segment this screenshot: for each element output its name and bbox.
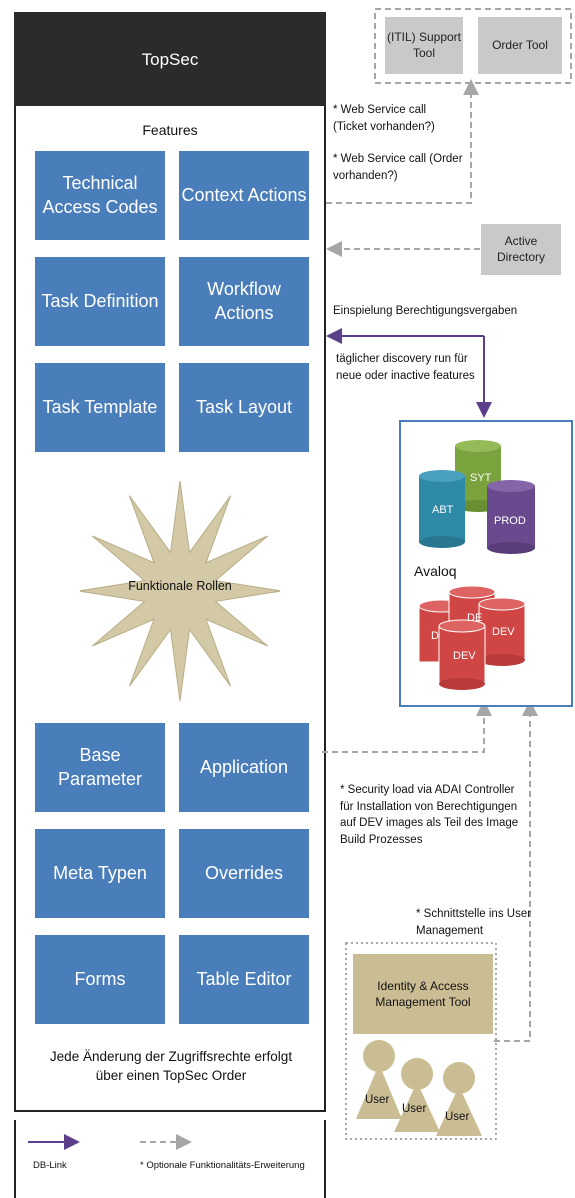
feature-box: Task Definition: [35, 257, 165, 346]
funktionale-rollen-star: [80, 480, 280, 702]
feature-box: Application: [179, 723, 309, 812]
iam-tool: Identity & Access Management Tool: [353, 954, 493, 1034]
feature-box: Meta Typen: [35, 829, 165, 918]
db-label-dev: DEV: [492, 626, 515, 638]
feature-box: Forms: [35, 935, 165, 1024]
legend: [14, 1120, 326, 1198]
db-label-dev-back: DE: [467, 612, 483, 624]
db-label-abt: ABT: [432, 504, 454, 516]
feature-box: Workflow Actions: [179, 257, 309, 346]
db-label-dev: DEV: [453, 650, 476, 662]
note-schnittstelle: * Schnittstelle ins User Management: [416, 908, 532, 937]
note-discovery: täglicher discovery run für neue oder in…: [336, 353, 475, 382]
order-tool: Order Tool: [478, 17, 562, 74]
note-ws-ticket: * Web Service call (Ticket vorhanden?): [333, 104, 435, 133]
feature-box: Technical Access Codes: [35, 151, 165, 240]
db-label-syt: SYT: [470, 472, 492, 484]
feature-box: Task Template: [35, 363, 165, 452]
note-ws-order: * Web Service call (Order vorhanden?): [333, 153, 463, 182]
user-icon: [394, 1058, 440, 1132]
avaloq-databases: [418, 440, 535, 690]
user-icon: [436, 1062, 482, 1136]
feature-box: Overrides: [179, 829, 309, 918]
active-directory: Active Directory: [481, 224, 561, 275]
note-einspielung: Einspielung Berechtigungsvergaben: [333, 305, 518, 317]
legend-db-link: DB-Link: [33, 1160, 67, 1171]
feature-box: Base Parameter: [35, 723, 165, 812]
database-abt-icon: [419, 470, 465, 548]
topsec-title: TopSec: [14, 12, 326, 107]
feature-box: Context Actions: [179, 151, 309, 240]
user-label: User: [402, 1103, 427, 1115]
feature-box: Table Editor: [179, 935, 309, 1024]
itil-support-tool: (ITIL) Support Tool: [385, 17, 463, 74]
topsec-footer-note: Jede Änderung der Zugriffsrechte erfolgt…: [49, 1049, 293, 1083]
database-prod-icon: [487, 480, 535, 554]
user-icon: [356, 1040, 402, 1119]
features-label: Features: [142, 122, 198, 138]
avaloq-label: Avaloq: [414, 563, 457, 579]
star-label: Funktionale Rollen: [128, 579, 232, 593]
db-label-dev-back: D: [431, 630, 439, 642]
user-label: User: [445, 1111, 470, 1123]
database-dev-icon: [418, 585, 526, 690]
legend-optional: * Optionale Funktionalitäts-Erweiterung: [140, 1160, 305, 1171]
db-label-prod: PROD: [494, 515, 526, 527]
user-label: User: [365, 1094, 390, 1106]
users-group: [356, 1040, 482, 1136]
note-security-load: * Security load via ADAI Controller für …: [340, 784, 519, 847]
feature-box: Task Layout: [179, 363, 309, 452]
